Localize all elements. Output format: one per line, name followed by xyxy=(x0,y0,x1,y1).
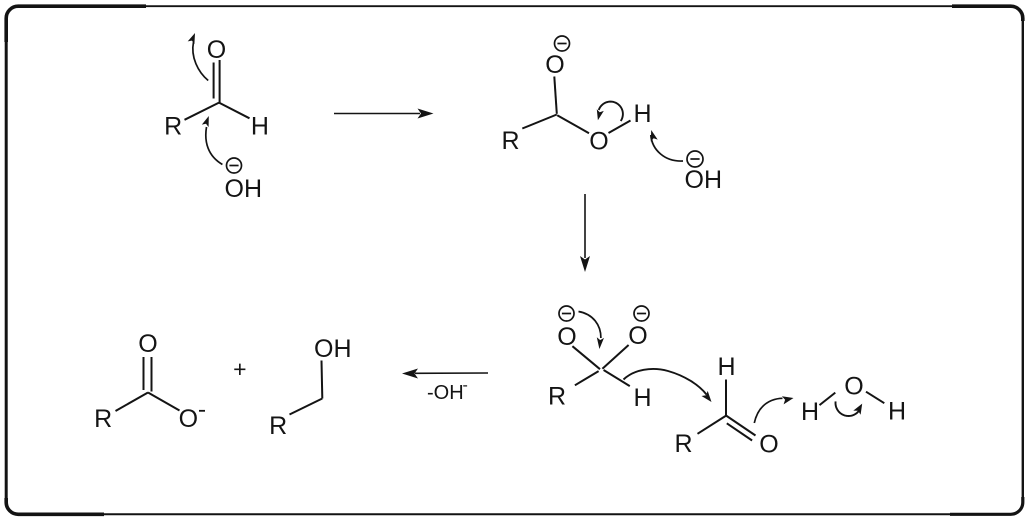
svg-text:H: H xyxy=(251,113,269,141)
svg-text:H: H xyxy=(633,100,651,128)
svg-text:O: O xyxy=(545,51,564,79)
svg-text:+: + xyxy=(233,356,246,382)
svg-text:O: O xyxy=(557,323,576,351)
svg-text:R: R xyxy=(674,430,692,458)
svg-text:OH: OH xyxy=(314,335,352,363)
svg-text:-: - xyxy=(463,377,468,394)
svg-text:R: R xyxy=(164,113,182,141)
svg-text:O: O xyxy=(844,373,863,401)
svg-text:O: O xyxy=(138,330,157,358)
svg-text:O: O xyxy=(179,405,198,433)
svg-text:O: O xyxy=(628,322,647,350)
svg-text:H: H xyxy=(888,397,906,425)
svg-text:O: O xyxy=(207,36,226,64)
svg-text:OH: OH xyxy=(685,166,723,194)
svg-text:O: O xyxy=(589,128,608,156)
svg-text:H: H xyxy=(801,398,819,426)
svg-text:R: R xyxy=(94,405,112,433)
svg-text:R: R xyxy=(269,412,287,440)
svg-text:R: R xyxy=(548,383,566,411)
svg-text:H: H xyxy=(717,353,735,381)
svg-text:R: R xyxy=(501,127,519,155)
svg-text:O: O xyxy=(759,431,778,459)
svg-text:-OH: -OH xyxy=(427,382,464,404)
svg-text:OH: OH xyxy=(225,175,263,203)
svg-text:H: H xyxy=(633,384,651,412)
